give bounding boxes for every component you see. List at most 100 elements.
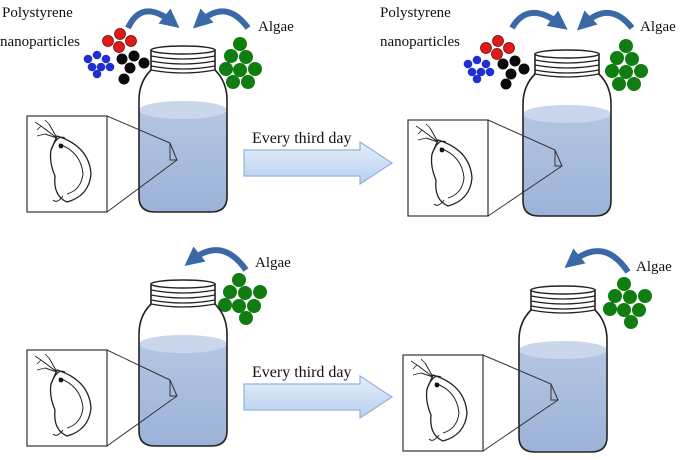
particle-blue bbox=[472, 74, 482, 84]
algae-cell bbox=[612, 77, 626, 91]
panel-bottom-left: Algae bbox=[26, 246, 291, 447]
particles-label-line1: Polystyrene bbox=[380, 5, 451, 21]
zoom-lines bbox=[482, 354, 559, 452]
algae-label: Algae bbox=[255, 255, 291, 271]
daphnia-icon bbox=[26, 349, 108, 447]
algae-cell bbox=[617, 277, 631, 291]
algae-cell bbox=[232, 299, 246, 313]
algae-cell bbox=[627, 77, 641, 91]
jar-icon bbox=[518, 285, 608, 453]
algae-cell bbox=[223, 285, 237, 299]
right-arrow-icon bbox=[243, 140, 394, 186]
particle-black bbox=[518, 63, 530, 75]
algae-cell bbox=[247, 299, 261, 313]
particle-black bbox=[505, 68, 517, 80]
curved-arrow-icon bbox=[509, 9, 568, 30]
algae-cell bbox=[619, 39, 633, 53]
particles-label-line2: nanoparticles bbox=[380, 34, 460, 50]
particle-blue bbox=[96, 62, 106, 72]
algae-cell bbox=[605, 64, 619, 78]
algae-cell bbox=[224, 49, 238, 63]
particle-red bbox=[102, 35, 114, 47]
algae-cell bbox=[232, 273, 246, 287]
algae-cell bbox=[233, 63, 247, 77]
algae-cell bbox=[239, 311, 253, 325]
particle-black bbox=[116, 53, 128, 65]
particle-blue bbox=[463, 59, 473, 69]
zoom-lines bbox=[106, 349, 178, 447]
curved-arrow-icon bbox=[184, 246, 249, 272]
particles-label-line1: Polystyrene bbox=[2, 5, 73, 21]
algae-cell bbox=[238, 286, 252, 300]
algae-cluster bbox=[219, 37, 262, 89]
particle-blue bbox=[476, 67, 486, 77]
particle-red bbox=[492, 35, 504, 47]
transition-bottom: Every third day bbox=[243, 364, 394, 420]
daphnia-icon bbox=[407, 119, 489, 217]
algae-label: Algae bbox=[258, 19, 294, 35]
algae-cluster bbox=[218, 273, 267, 325]
transition-top: Every third day bbox=[243, 130, 394, 186]
algae-cell bbox=[603, 302, 617, 316]
algae-cell bbox=[608, 289, 622, 303]
particle-red bbox=[503, 42, 515, 54]
particle-blue bbox=[472, 55, 482, 65]
zoom-lines bbox=[487, 119, 563, 217]
particle-blue bbox=[92, 50, 102, 60]
algae-cell bbox=[634, 64, 648, 78]
jar-icon bbox=[138, 279, 228, 447]
algae-cell bbox=[233, 37, 247, 51]
algae-cell bbox=[239, 50, 253, 64]
curved-arrow-icon bbox=[192, 8, 251, 30]
panel-top-right: Polystyrene nanoparticles Algae bbox=[380, 5, 676, 217]
particle-black bbox=[497, 58, 509, 70]
particle-black bbox=[500, 78, 512, 90]
particle-blue bbox=[101, 54, 111, 64]
particle-red bbox=[480, 42, 492, 54]
algae-label: Algae bbox=[636, 259, 672, 275]
algae-label: Algae bbox=[640, 19, 676, 35]
panel-bottom-right: Algae bbox=[402, 248, 672, 453]
nanoparticles-cluster bbox=[463, 35, 530, 90]
transition-label: Every third day bbox=[252, 130, 352, 147]
algae-cell bbox=[226, 75, 240, 89]
particle-red bbox=[491, 48, 503, 60]
curved-arrow-icon bbox=[576, 10, 635, 31]
right-arrow-icon bbox=[243, 374, 394, 420]
particle-red bbox=[114, 28, 126, 40]
algae-cell bbox=[623, 290, 637, 304]
algae-cell bbox=[632, 303, 646, 317]
particle-black bbox=[138, 57, 150, 69]
curved-arrow-icon bbox=[564, 248, 631, 274]
particle-blue bbox=[467, 67, 477, 77]
nanoparticles-cluster bbox=[83, 28, 150, 85]
jar-icon bbox=[522, 49, 612, 217]
particle-blue bbox=[481, 59, 491, 69]
particle-blue bbox=[92, 69, 102, 79]
algae-cell bbox=[625, 52, 639, 66]
particle-blue bbox=[83, 54, 93, 64]
algae-cell bbox=[248, 62, 262, 76]
particle-black bbox=[124, 62, 136, 74]
algae-cell bbox=[218, 298, 232, 312]
algae-cell bbox=[219, 62, 233, 76]
panel-top-left: Polystyrene nanoparticles Algae bbox=[0, 5, 294, 213]
algae-cluster bbox=[605, 39, 648, 91]
particle-black bbox=[118, 73, 130, 85]
algae-cell bbox=[638, 289, 652, 303]
particle-black bbox=[509, 55, 521, 67]
daphnia-icon bbox=[402, 354, 484, 452]
algae-cell bbox=[619, 65, 633, 79]
particles-label-line2: nanoparticles bbox=[0, 34, 80, 50]
transition-label: Every third day bbox=[252, 364, 352, 381]
algae-cell bbox=[617, 303, 631, 317]
algae-cluster bbox=[603, 277, 652, 329]
particle-red bbox=[125, 35, 137, 47]
jar-icon bbox=[138, 45, 228, 213]
algae-cell bbox=[241, 75, 255, 89]
zoom-lines bbox=[106, 115, 178, 213]
algae-cell bbox=[624, 315, 638, 329]
curved-arrow-icon bbox=[125, 8, 180, 30]
particle-blue bbox=[87, 62, 97, 72]
